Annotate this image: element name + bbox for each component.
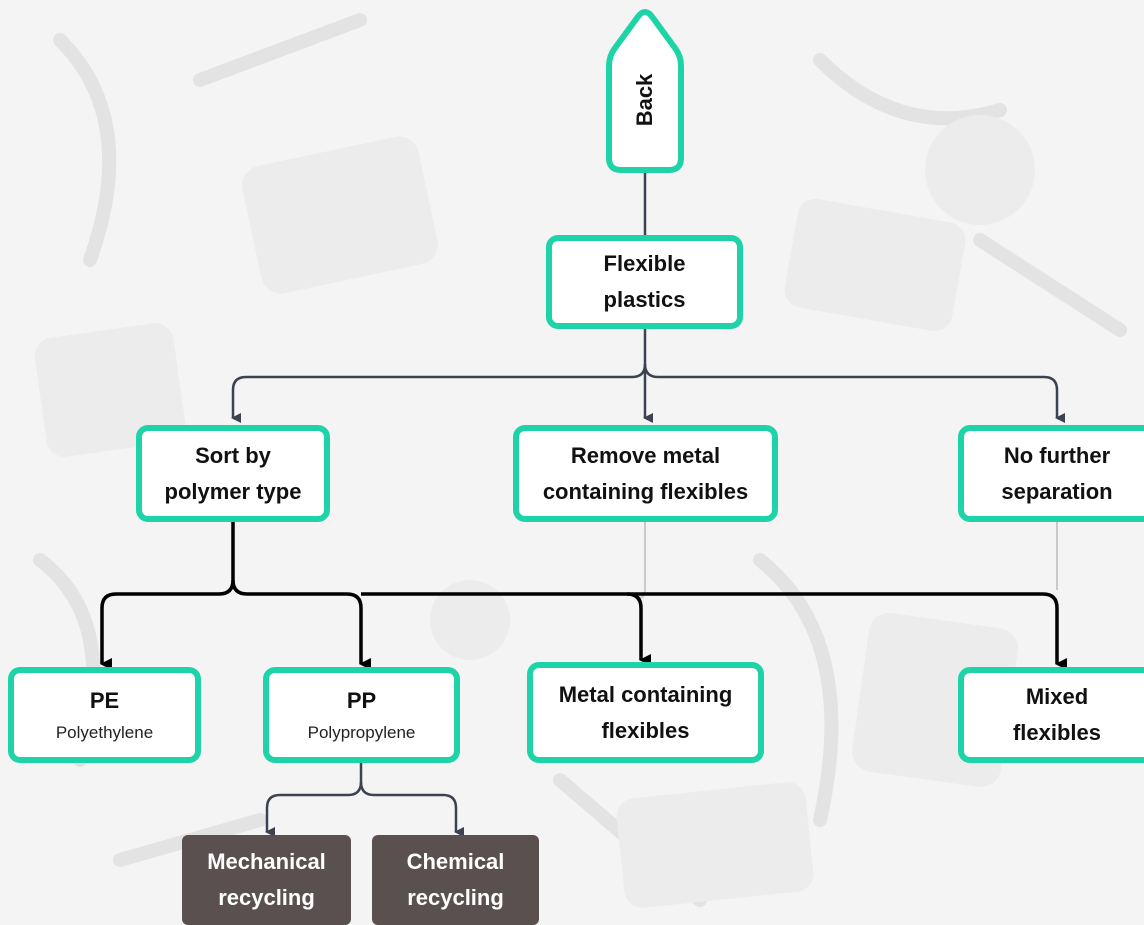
node-mixed-line1: Mixed [1025, 684, 1089, 709]
node-pe[interactable]: PE Polyethylene [8, 667, 201, 763]
node-pe-title: PE [89, 688, 120, 713]
node-sort-by-polymer-line1: Sort by [195, 442, 271, 468]
node-metal-containing-line2: flexibles [601, 717, 690, 743]
connector-pp-split [265, 760, 464, 837]
back-label: Back [632, 73, 657, 127]
node-remove-metal-line2: containing flexibles [542, 478, 749, 504]
connector-faint [637, 520, 1058, 599]
back-button-shape [606, 8, 684, 173]
node-no-further-line1: No further [1003, 442, 1111, 468]
node-mixed-flexibles[interactable]: Mixed flexibles [958, 667, 1144, 763]
node-sort-by-polymer[interactable]: Sort by polymer type [136, 425, 330, 522]
node-mixed-line2: flexibles [1012, 720, 1102, 745]
node-sort-by-polymer-line2: polymer type [164, 478, 302, 504]
connector-sort-split [100, 520, 1067, 670]
node-remove-metal[interactable]: Remove metal containing flexibles [513, 425, 778, 522]
back-button[interactable]: Back [605, 8, 685, 174]
node-metal-containing-line1: Metal containing [558, 681, 733, 707]
node-flexible-plastics-line2: plastics [603, 287, 686, 312]
node-remove-metal-line1: Remove metal [570, 442, 721, 468]
node-mechanical-recycling[interactable]: Mechanical recycling [182, 835, 351, 925]
node-pp-title: PP [346, 688, 377, 713]
node-metal-containing-flexibles[interactable]: Metal containing flexibles [527, 662, 764, 763]
node-flexible-plastics-line1: Flexible [603, 251, 686, 276]
node-pe-subtitle: Polyethylene [55, 723, 154, 742]
node-chemical-line2: recycling [407, 885, 504, 910]
connector-flexible-split [231, 327, 1065, 423]
node-mechanical-line2: recycling [218, 885, 315, 910]
node-flexible-plastics[interactable]: Flexible plastics [546, 235, 743, 329]
node-no-further-separation[interactable]: No further separation [958, 425, 1144, 522]
node-pp[interactable]: PP Polypropylene [263, 667, 460, 763]
node-chemical-line1: Chemical [406, 849, 505, 874]
node-pp-subtitle: Polypropylene [307, 723, 416, 742]
node-chemical-recycling[interactable]: Chemical recycling [372, 835, 539, 925]
node-mechanical-line1: Mechanical [207, 849, 326, 874]
node-no-further-line2: separation [1001, 478, 1113, 504]
